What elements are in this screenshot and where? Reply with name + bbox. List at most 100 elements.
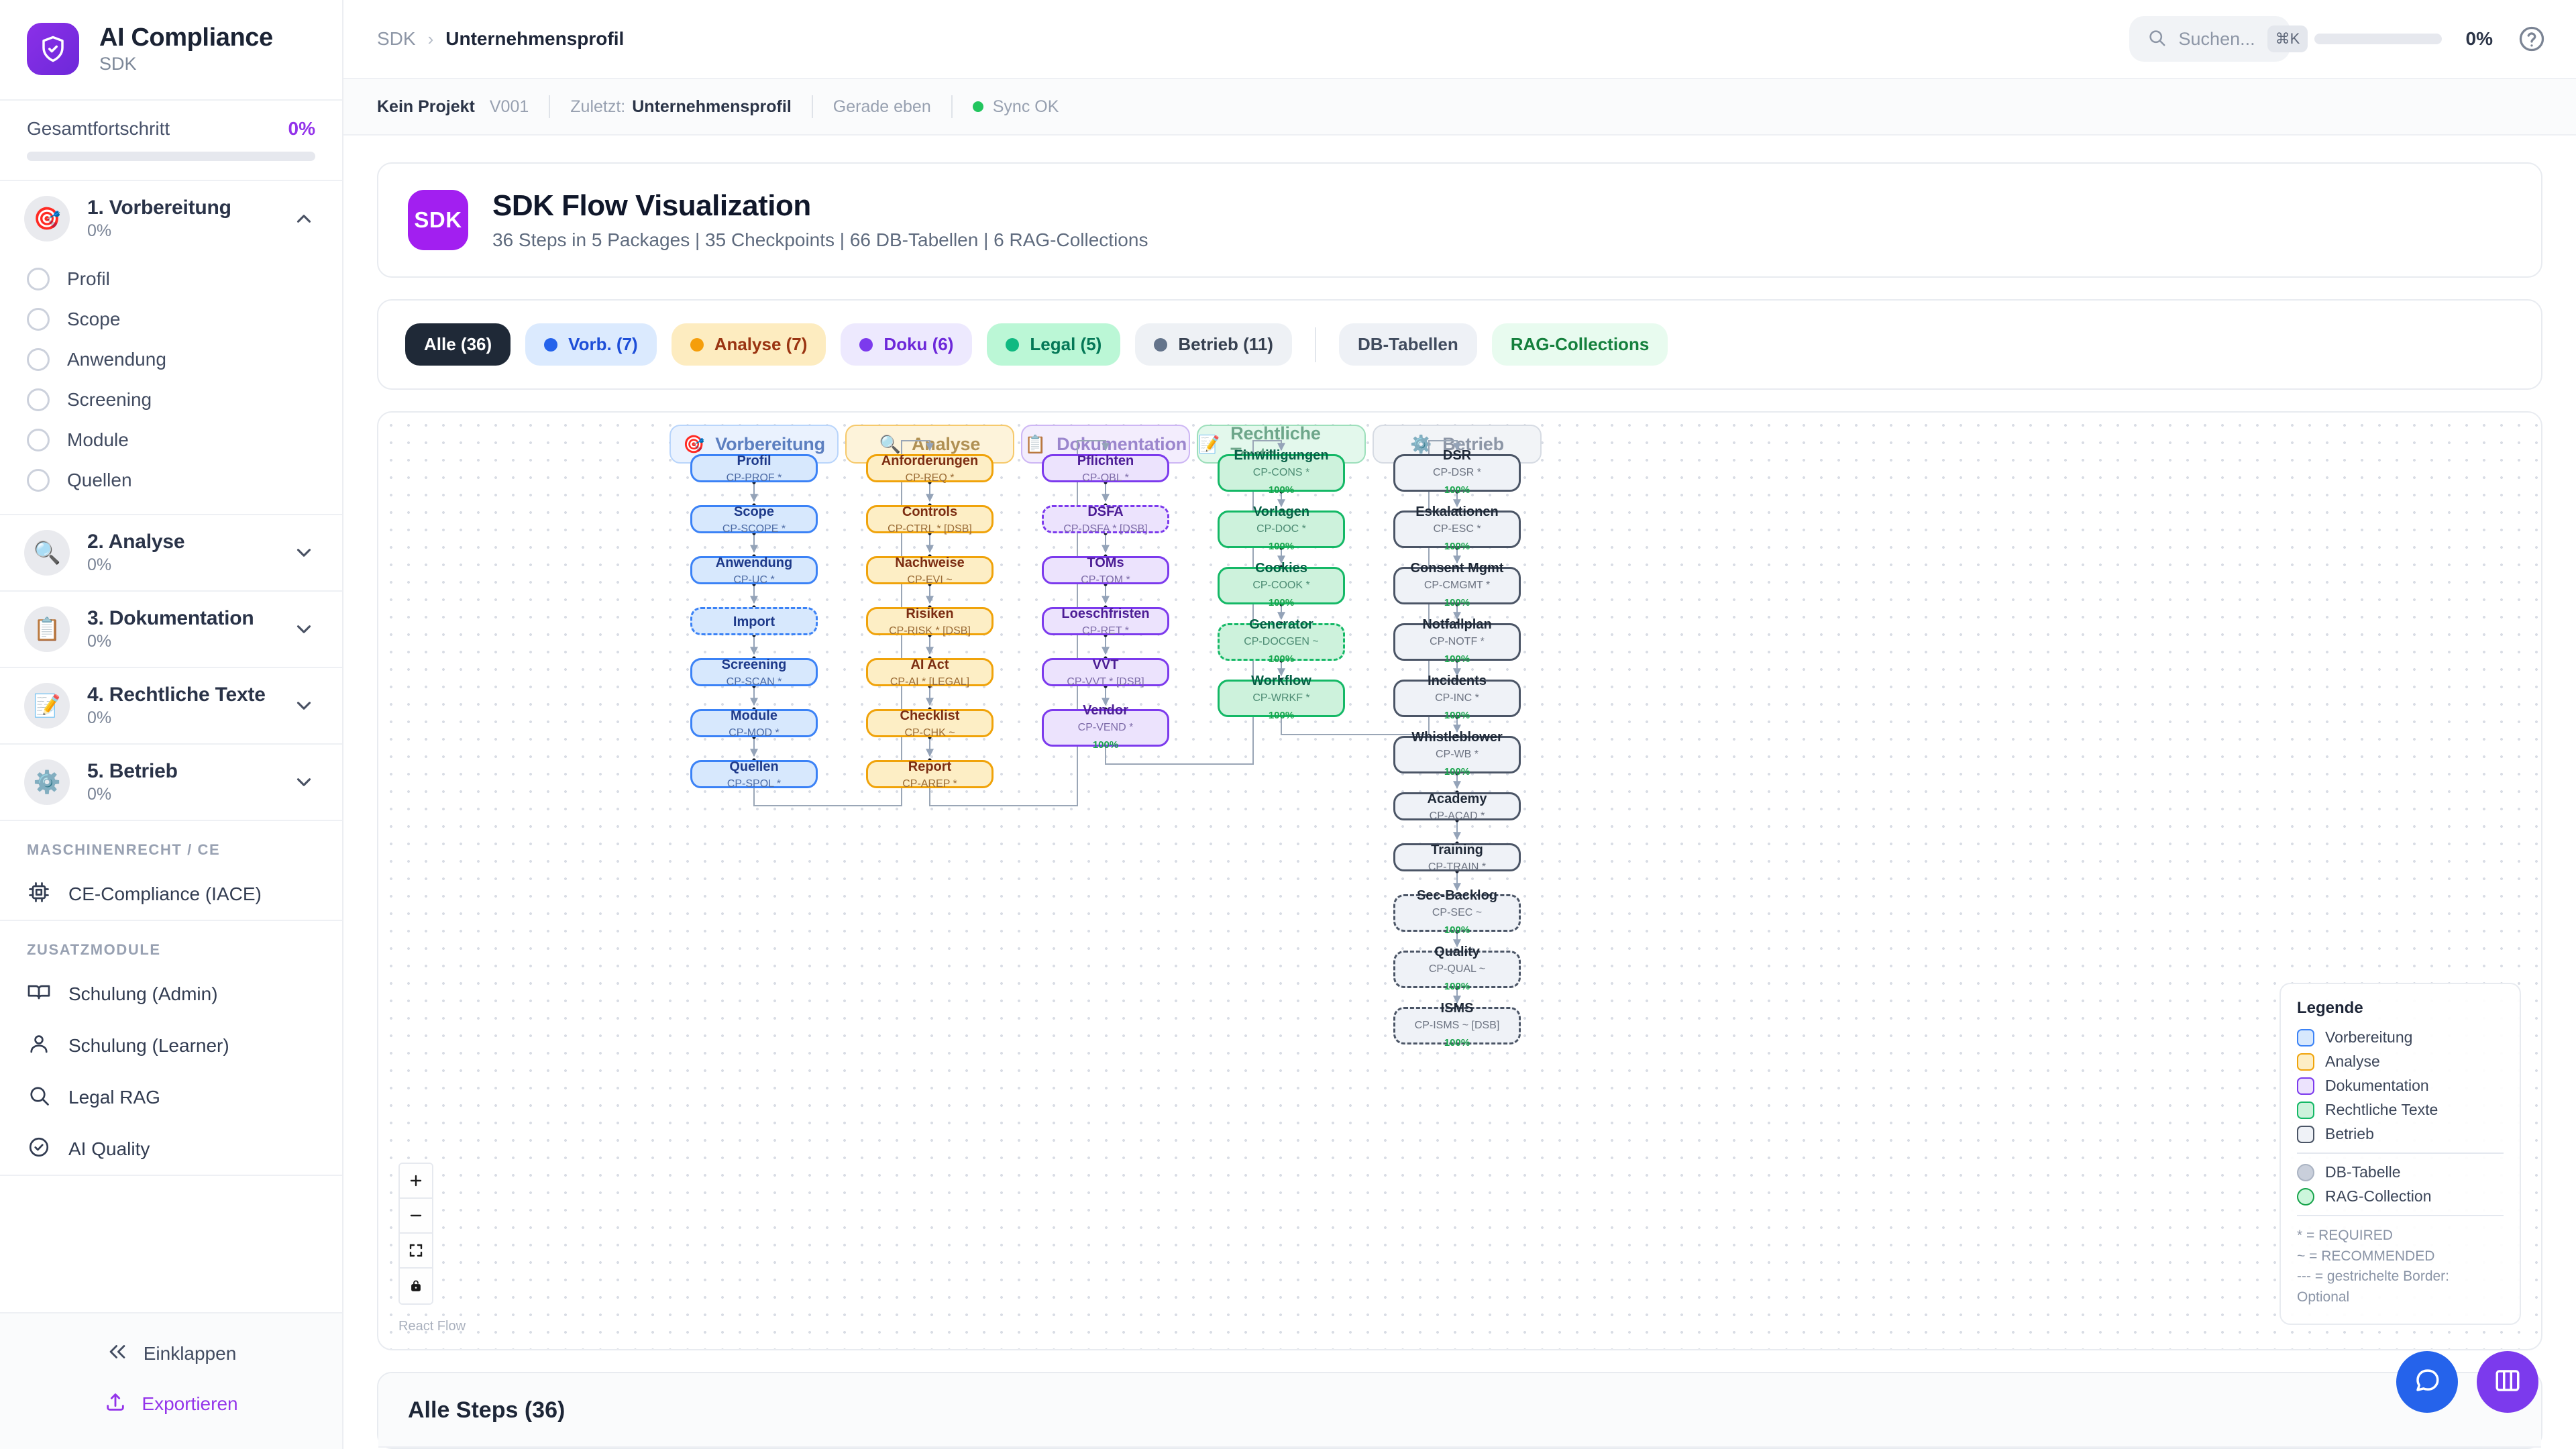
filter-pill-ana[interactable]: Analyse (7): [671, 323, 826, 366]
chevron-down-icon[interactable]: [292, 618, 315, 641]
last-time: Gerade eben: [833, 97, 931, 116]
node-title: Controls: [902, 504, 958, 519]
filter-dot-icon: [1154, 337, 1168, 352]
sidebar-item-schulung-admin[interactable]: Schulung (Admin): [0, 968, 342, 1020]
flow-node[interactable]: Import: [690, 607, 818, 635]
node-code: CP-TRAIN *: [1428, 861, 1487, 873]
legend-item: RAG-Collection: [2297, 1187, 2504, 1205]
node-title: Workflow: [1251, 674, 1311, 689]
filter-pill-rag[interactable]: RAG-Collections: [1491, 323, 1668, 366]
sidebar-item-label: Schulung (Admin): [68, 983, 218, 1004]
sidebar-item-scope[interactable]: Scope: [0, 299, 342, 339]
chat-fab[interactable]: [2396, 1351, 2458, 1413]
node-code: CP-RET *: [1082, 625, 1129, 637]
page-title: SDK Flow Visualization: [492, 189, 811, 222]
phase-emoji-icon: 📝: [24, 683, 70, 729]
sidebar-item-quellen[interactable]: Quellen: [0, 460, 342, 500]
node-code: CP-VVT * [DSB]: [1067, 676, 1144, 688]
chevron-down-icon[interactable]: [292, 771, 315, 794]
filter-pill-all[interactable]: Alle (36): [405, 323, 511, 366]
sidebar-item-ce-compliance[interactable]: CE-Compliance (IACE): [0, 868, 342, 920]
phase-emoji-icon: 📋: [24, 606, 70, 652]
sidebar-item-ai-quality[interactable]: AI Quality: [0, 1123, 342, 1175]
phase-name: 2. Analyse: [87, 531, 185, 553]
sidebar-item-legal-rag[interactable]: Legal RAG: [0, 1071, 342, 1123]
node-title: Loeschfristen: [1061, 606, 1150, 621]
sidebar-item-profil[interactable]: Profil: [0, 259, 342, 299]
breadcrumb-root[interactable]: SDK: [377, 28, 416, 49]
chevron-down-icon[interactable]: [292, 541, 315, 564]
node-code: CP-PROF *: [726, 472, 782, 484]
sidebar-item-anwendung[interactable]: Anwendung: [0, 339, 342, 380]
chevron-up-icon[interactable]: [292, 207, 315, 230]
sidebar-brand[interactable]: AI Compliance SDK: [0, 0, 342, 101]
help-circle-icon[interactable]: [2517, 24, 2546, 54]
sidebar-item-schulung-learner[interactable]: Schulung (Learner): [0, 1020, 342, 1071]
legend-item: Rechtliche Texte: [2297, 1101, 2504, 1119]
chevron-down-icon[interactable]: [292, 694, 315, 717]
fit-view-icon[interactable]: [400, 1234, 432, 1269]
sidebar-extras-links: Schulung (Admin) Schulung (Learner) Lega…: [0, 968, 342, 1176]
panel-fab[interactable]: [2477, 1351, 2538, 1413]
zoom-out-icon[interactable]: [400, 1199, 432, 1234]
export-button[interactable]: Exportieren: [0, 1379, 342, 1429]
sidebar-item-module[interactable]: Module: [0, 420, 342, 460]
filter-pill-legal[interactable]: Legal (5): [987, 323, 1121, 366]
filter-pill-betrieb[interactable]: Betrieb (11): [1135, 323, 1292, 366]
filter-pill-doku[interactable]: Doku (6): [841, 323, 973, 366]
sidebar-item-screening[interactable]: Screening: [0, 380, 342, 420]
legend-label: Betrieb: [2325, 1125, 2374, 1143]
lock-icon[interactable]: [400, 1269, 432, 1303]
search-icon: [27, 1083, 51, 1111]
zoom-in-icon[interactable]: [400, 1164, 432, 1199]
project-name: Kein Projekt: [377, 97, 475, 116]
node-title: Scope: [733, 504, 775, 519]
search-input[interactable]: Suchen... ⌘K: [2129, 16, 2308, 62]
filter-pill-vorb[interactable]: Vorb. (7): [525, 323, 657, 366]
collapse-sidebar-button[interactable]: Einklappen: [0, 1328, 342, 1379]
filter-pill-db[interactable]: DB-Tabellen: [1338, 323, 1477, 366]
